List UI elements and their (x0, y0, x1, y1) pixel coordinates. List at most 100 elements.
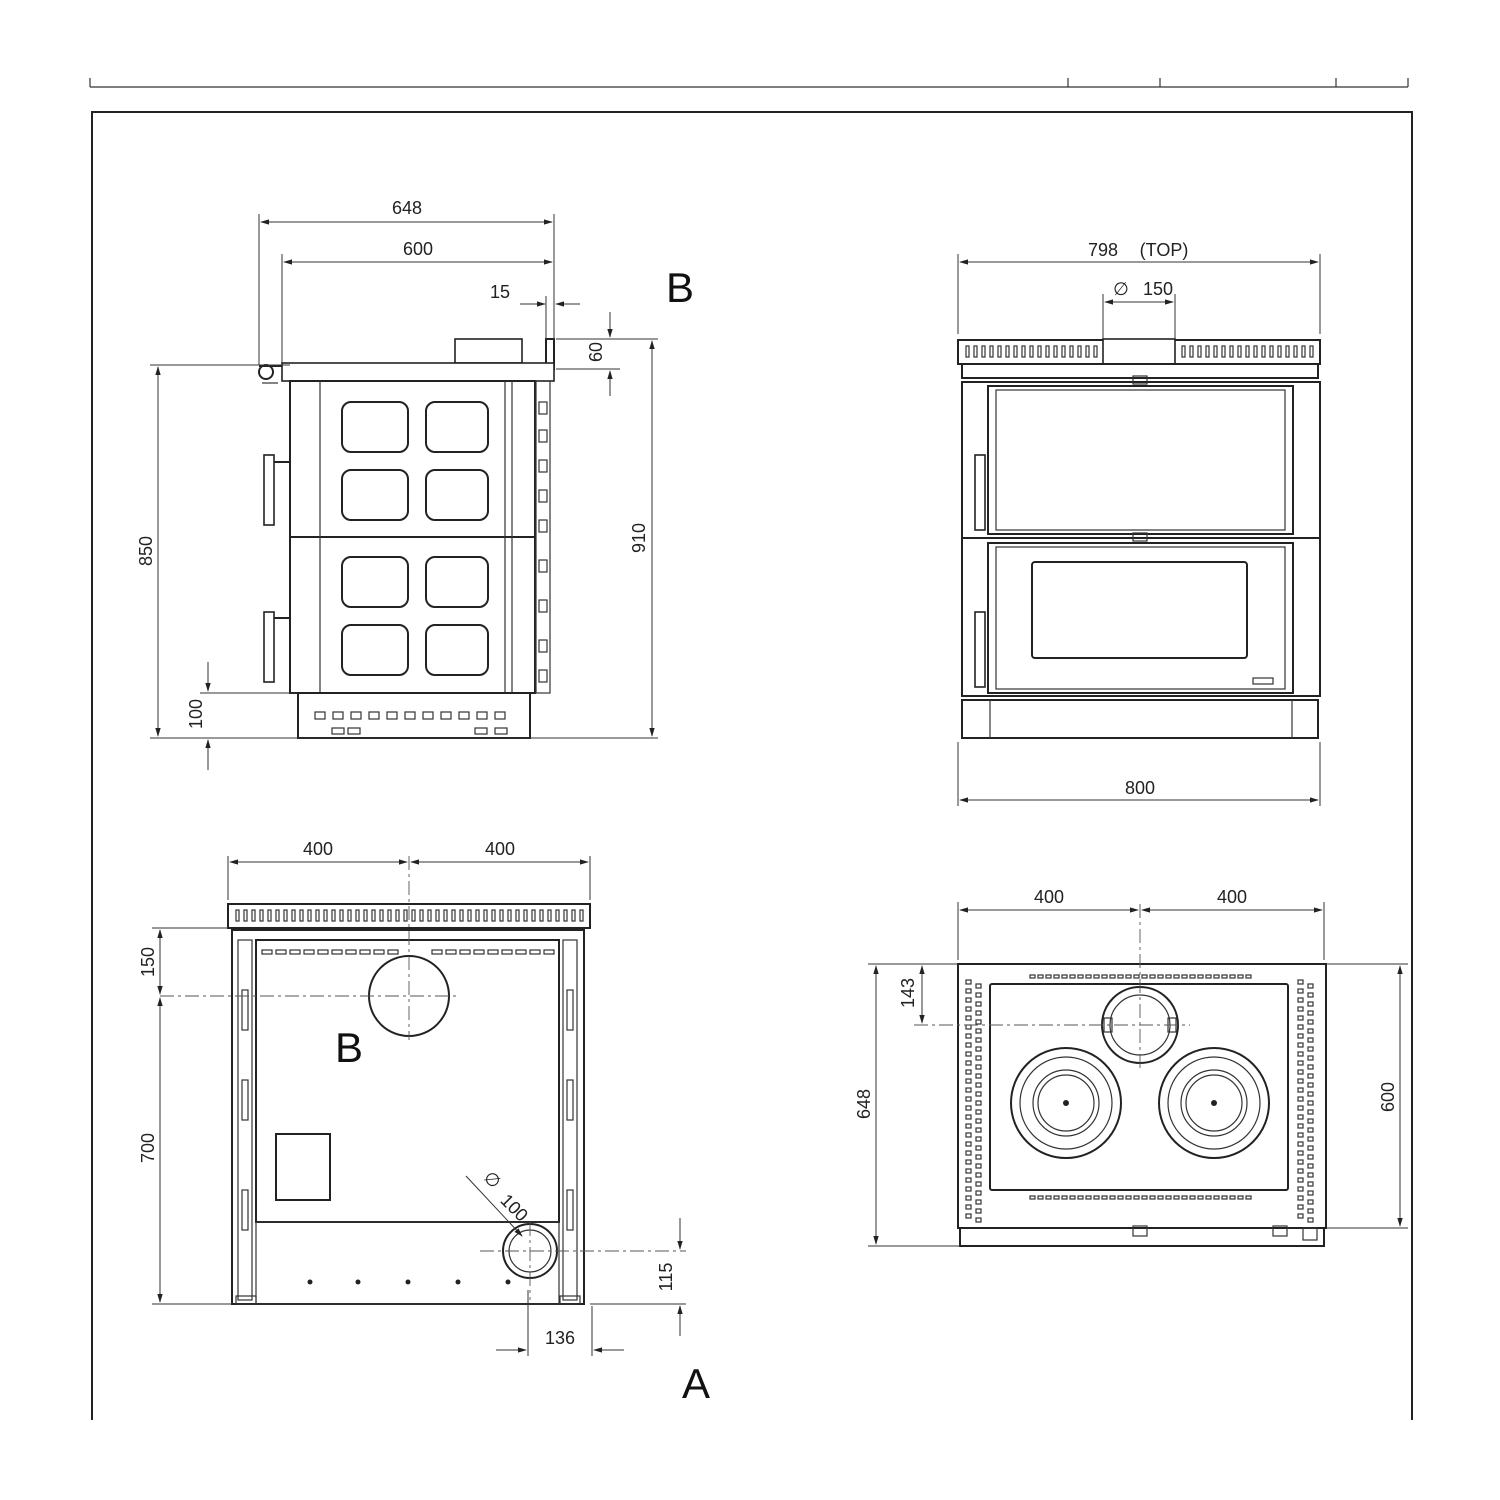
grille-slot (299, 909, 304, 922)
grille-slot (563, 909, 568, 922)
vent-slot (1109, 974, 1116, 979)
rear-grille (227, 903, 591, 929)
grille-slot (275, 909, 280, 922)
vent-slot (965, 1033, 972, 1039)
vent-slot (1307, 1208, 1314, 1214)
vent-slot (1297, 1033, 1304, 1039)
top-view: 400 400 150 700 ∅ 100 115 136 B A (138, 839, 710, 1407)
vent-slot (1109, 1195, 1116, 1200)
vent-slot (965, 1204, 972, 1210)
grille-slot (379, 909, 384, 922)
vent-slot (1133, 1195, 1140, 1200)
dim-700: 700 (138, 1133, 158, 1163)
vent-slot (1061, 974, 1068, 979)
vent-slot (965, 988, 972, 994)
grille-slot (347, 909, 352, 922)
grille-slot (483, 909, 488, 922)
grille-slot (331, 909, 336, 922)
vent-slot (965, 1051, 972, 1057)
vent-slot (1205, 974, 1212, 979)
front-view: 798 (TOP) ∅ 150 800 (957, 240, 1321, 806)
vent-slot (1307, 1028, 1314, 1034)
body-plan (957, 963, 1327, 1229)
vent-slot (303, 949, 315, 955)
handle-upper (974, 454, 986, 531)
hob-plate (255, 939, 560, 1223)
grille-slot (531, 909, 536, 922)
vent-slot (965, 1105, 972, 1111)
sheet-frame (89, 78, 1413, 1420)
grille-slot (523, 909, 528, 922)
vent-slot (1297, 997, 1304, 1003)
grille-slot (1293, 345, 1298, 358)
grille-slot (1093, 345, 1098, 358)
side-dimensions (150, 214, 658, 770)
vent-slot (1297, 1177, 1304, 1183)
flue-pipe-front (1102, 338, 1176, 365)
vent-slot (965, 1123, 972, 1129)
side-panel-grid (341, 401, 489, 676)
grille-slot (1013, 345, 1018, 358)
vent-slot (1307, 1037, 1314, 1043)
dim-600: 600 (403, 239, 433, 259)
vent-slot (1165, 1195, 1172, 1200)
vent-slot (1205, 1195, 1212, 1200)
vent-slot (1245, 974, 1252, 979)
section-label-b: B (335, 1024, 363, 1071)
side-view: 648 600 15 60 910 850 100 B (136, 198, 694, 770)
vent-slot (975, 983, 982, 989)
dim-400-right: 400 (1217, 887, 1247, 907)
vent-slot (965, 1060, 972, 1066)
grille-slot (1301, 345, 1306, 358)
oven-door (987, 542, 1294, 694)
vent-slot (975, 1010, 982, 1016)
hotplate-right (1158, 1047, 1270, 1159)
vent-slot (965, 1006, 972, 1012)
vent-slot (975, 1001, 982, 1007)
grille-slot (363, 909, 368, 922)
hotplate-left (1010, 1047, 1122, 1159)
vent-slot (975, 1136, 982, 1142)
dim-60: 60 (586, 342, 606, 362)
vent-slot (1245, 1195, 1252, 1200)
vent-slot (1085, 1195, 1092, 1200)
vent-slot (1237, 1195, 1244, 1200)
vent-slot (1125, 1195, 1132, 1200)
front-bolts (307, 1279, 511, 1285)
grille-slot (997, 345, 1002, 358)
vent-slot (1213, 1195, 1220, 1200)
vent-slot (1307, 1217, 1314, 1223)
grille-slot (1053, 345, 1058, 358)
vent-slot (501, 949, 513, 955)
vent-slot (1297, 1051, 1304, 1057)
vent-slot (331, 949, 343, 955)
vent-slot (1307, 1190, 1314, 1196)
dim-400-left: 400 (303, 839, 333, 859)
dim-400-right: 400 (485, 839, 515, 859)
vent-slot (1045, 1195, 1052, 1200)
grille-slot (315, 909, 320, 922)
dim-150: 150 (1143, 279, 1173, 299)
vent-slot (1297, 1006, 1304, 1012)
vent-slot (965, 1168, 972, 1174)
grille-slot (339, 909, 344, 922)
vent-slot (965, 1042, 972, 1048)
vent-slot (317, 949, 329, 955)
grille-slot (419, 909, 424, 922)
vent-slot (1297, 1141, 1304, 1147)
vent-slot (965, 1114, 972, 1120)
vent-slot (1069, 974, 1076, 979)
vent-slot (1307, 1064, 1314, 1070)
vent-slot (1029, 1195, 1036, 1200)
vent-slot (1229, 1195, 1236, 1200)
vent-slot (965, 1213, 972, 1219)
grille-slot (989, 345, 994, 358)
vent-slot (1101, 974, 1108, 979)
vent-slot (1197, 1195, 1204, 1200)
vent-slot (1077, 974, 1084, 979)
vent-slot (1307, 1145, 1314, 1151)
grille-slot (515, 909, 520, 922)
vent-slot (1307, 1181, 1314, 1187)
flue-pipe-side (454, 338, 523, 364)
